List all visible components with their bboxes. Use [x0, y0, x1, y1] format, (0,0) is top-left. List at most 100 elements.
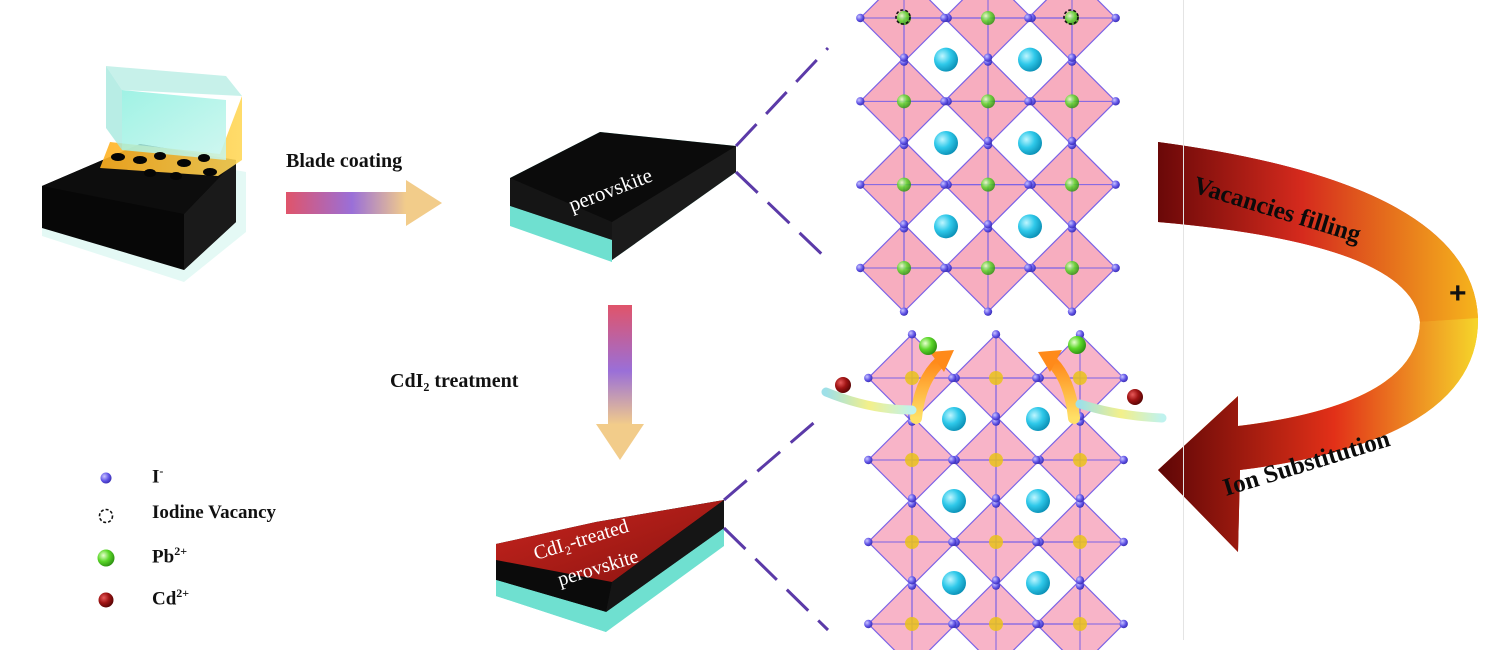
b-site-ion — [1073, 371, 1087, 385]
b-site-ion — [989, 535, 1003, 549]
legend-label: I — [152, 466, 160, 488]
iodide-ion — [983, 136, 993, 146]
b-site-ion — [981, 11, 995, 25]
b-site-ion — [905, 617, 919, 631]
b-site-ion — [897, 177, 911, 192]
iodide-ion — [907, 330, 917, 339]
iodide-ion — [948, 373, 957, 383]
a-site-cation — [942, 489, 966, 513]
iodide-ion — [1111, 180, 1120, 189]
iodide-ion — [940, 13, 949, 23]
iodide-ion — [856, 13, 865, 23]
legend-label: Iodine Vacancy — [152, 502, 277, 523]
iodide-ion — [864, 537, 873, 547]
legend-item-vacancy: Iodine Vacancy — [96, 500, 356, 532]
iodide-ion — [907, 494, 917, 503]
iodide-ion — [948, 455, 957, 465]
b-site-ion — [989, 453, 1003, 467]
iodide-ion — [856, 263, 865, 273]
b-site-ion — [989, 617, 1003, 631]
iodide-ion — [1032, 455, 1041, 465]
iodide-ion — [1111, 13, 1120, 23]
b-site-ion — [1073, 535, 1087, 549]
b-site-ion — [897, 94, 911, 109]
iodide-ion — [948, 537, 957, 547]
cadmium-ion-icon — [98, 592, 114, 608]
iodide-ion — [983, 53, 993, 62]
b-site-ion — [905, 371, 919, 385]
legend-item-lead: Pb2+ — [96, 542, 356, 574]
iodide-ion — [1119, 537, 1128, 547]
blade-coating-label: Blade coating — [286, 150, 403, 172]
iodide-ion — [1032, 373, 1041, 383]
b-site-ion — [897, 261, 911, 275]
iodide-ion — [907, 576, 917, 585]
iodide-ion — [1067, 136, 1077, 146]
b-site-ion — [1065, 261, 1079, 275]
iodide-ion — [1075, 494, 1085, 503]
a-site-cation — [1018, 131, 1042, 155]
iodide-ion — [983, 307, 993, 316]
iodide-ion — [1111, 263, 1120, 273]
iodide-ion — [1111, 97, 1120, 106]
iodide-ion-icon — [100, 472, 112, 484]
b-site-ion — [905, 453, 919, 467]
iodide-ion — [899, 307, 909, 316]
pristine-perovskite-film — [510, 132, 736, 262]
iodide-ion — [940, 263, 949, 273]
perovskite-lattice-pristine — [856, 0, 1120, 316]
iodide-ion — [856, 97, 865, 106]
b-site-ion — [1065, 94, 1079, 109]
a-site-cation — [942, 407, 966, 431]
iodine-vacancy-markers — [895, 9, 1079, 25]
iodide-ion — [1119, 619, 1128, 629]
iodide-ion — [1024, 180, 1033, 189]
iodide-ion — [864, 619, 873, 629]
lead-ion-icon — [97, 549, 115, 567]
blade-coater-device — [42, 66, 246, 282]
b-site-ion — [905, 535, 919, 549]
b-site-ion — [1073, 453, 1087, 467]
iodine-vacancy-icon — [98, 508, 114, 524]
zoom-lines — [722, 46, 832, 632]
blade-coating-arrow — [286, 180, 442, 226]
iodide-ion — [1032, 619, 1041, 629]
iodide-ion — [1067, 220, 1077, 229]
legend-label: Pb — [152, 546, 175, 568]
iodide-ion — [1119, 455, 1128, 465]
iodide-ion — [991, 494, 1001, 503]
mechanism-band — [1158, 142, 1479, 552]
iodide-ion — [899, 220, 909, 229]
b-site-ion — [981, 261, 995, 275]
iodide-ion — [948, 619, 957, 629]
plus-sign: + — [1449, 277, 1467, 310]
legend-label: Cd — [152, 588, 177, 610]
b-site-ion — [1073, 617, 1087, 631]
iodide-ion — [1119, 373, 1128, 383]
iodide-ion — [856, 180, 865, 189]
iodide-ion — [864, 455, 873, 465]
iodide-ion — [1032, 537, 1041, 547]
legend-item-cadmium: Cd2+ — [96, 584, 356, 616]
panel-divider — [1183, 0, 1184, 640]
ion-exchange-arrows — [821, 336, 1167, 424]
a-site-cation — [1026, 489, 1050, 513]
a-site-cation — [1026, 571, 1050, 595]
a-site-cation — [942, 571, 966, 595]
b-site-ion — [981, 177, 995, 192]
legend-item-iodide: I- — [96, 462, 356, 494]
perovskite-lattice-treated — [864, 330, 1128, 650]
legend-charge: 2+ — [174, 544, 188, 558]
a-site-cation — [934, 131, 958, 155]
iodide-ion — [940, 97, 949, 106]
iodide-ion — [1024, 97, 1033, 106]
cdi2-treatment-arrow — [596, 305, 644, 460]
iodide-ion — [940, 180, 949, 189]
b-site-ion — [989, 371, 1003, 385]
iodide-ion — [991, 412, 1001, 421]
a-site-cation — [1018, 214, 1042, 239]
iodide-ion — [899, 53, 909, 62]
iodide-ion — [991, 330, 1001, 339]
legend-charge: 2+ — [176, 586, 190, 600]
